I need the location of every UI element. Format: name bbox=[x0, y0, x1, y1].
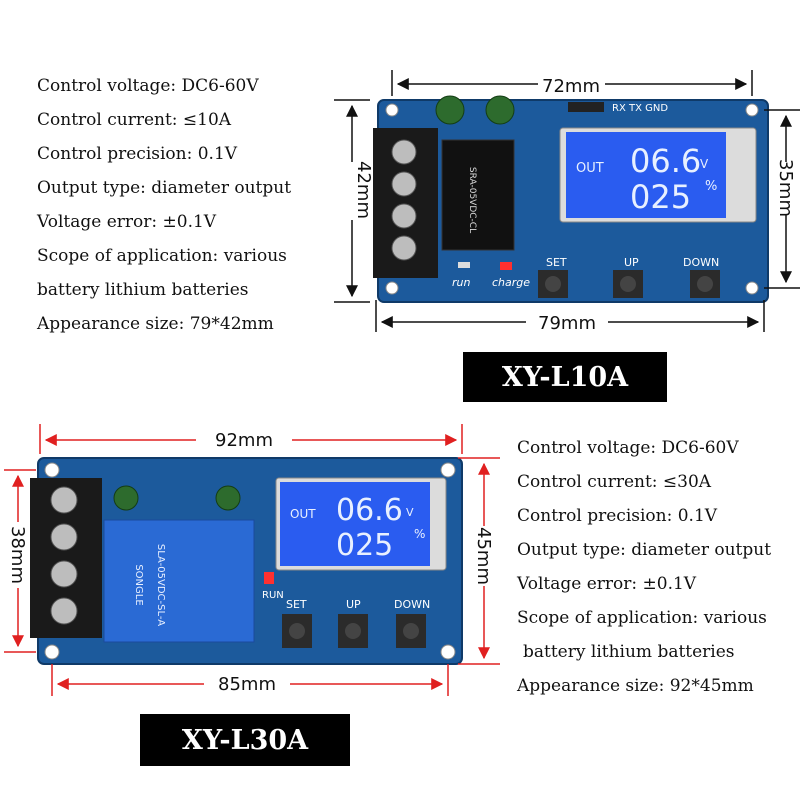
specs-list-top: Control voltage: DC6-60V Control current… bbox=[37, 69, 291, 341]
capacitor bbox=[113, 485, 139, 511]
relay-brand: SONGLE bbox=[133, 564, 144, 605]
lcd-percent-unit: % bbox=[705, 179, 717, 194]
board-xy-l30a: SONGLE SLA-05VDC-SL-A OUT 06.6 V 025 % R… bbox=[30, 457, 463, 665]
relay-label: SRA-05VDC-CL bbox=[467, 167, 477, 233]
screw-terminal bbox=[391, 235, 417, 261]
lcd-voltage: 06.6 bbox=[630, 142, 701, 180]
dim-height-left: 42mm bbox=[353, 161, 374, 219]
screw-terminal bbox=[391, 203, 417, 229]
dim-height-right: 45mm bbox=[473, 527, 494, 585]
model-label-xy-l30a: XY-L30A bbox=[140, 714, 350, 766]
down-label: DOWN bbox=[683, 256, 719, 269]
spec-line: Control current: ≤10A bbox=[37, 110, 232, 130]
specs-list-bottom: Control voltage: DC6-60V Control current… bbox=[517, 431, 771, 703]
dim-width-bottom: 85mm bbox=[218, 674, 276, 695]
screw-terminal bbox=[50, 560, 78, 588]
mounting-hole bbox=[745, 281, 759, 295]
mounting-hole bbox=[440, 462, 456, 478]
dim-width-top: 72mm bbox=[542, 76, 600, 97]
relay bbox=[103, 519, 255, 643]
capacitor bbox=[215, 485, 241, 511]
mounting-hole bbox=[745, 103, 759, 117]
board-xy-l10a: SRA-05VDC-CL RX TX GND OUT 06.6 V 025 % … bbox=[373, 95, 769, 303]
mounting-hole bbox=[385, 281, 399, 295]
down-label: DOWN bbox=[394, 598, 430, 611]
spec-line: Output type: diameter output bbox=[37, 178, 292, 198]
lcd-out-label: OUT bbox=[576, 161, 604, 176]
lcd-voltage: 06.6 bbox=[336, 493, 403, 528]
dim-height-left: 38mm bbox=[7, 526, 28, 584]
mounting-hole bbox=[385, 103, 399, 117]
spec-line: battery lithium batteries bbox=[37, 280, 249, 300]
dimensions-xy-l10a bbox=[334, 70, 800, 332]
lcd-v-unit: V bbox=[406, 506, 414, 519]
button-knob bbox=[345, 623, 361, 639]
spec-line: Appearance size: 92*45mm bbox=[517, 676, 754, 696]
lcd-percent-value: 025 bbox=[630, 178, 691, 216]
pin-header bbox=[568, 102, 604, 112]
spec-line: Control voltage: DC6-60V bbox=[37, 76, 259, 96]
led-charge bbox=[500, 262, 512, 270]
screw-terminal bbox=[50, 597, 78, 625]
dim-height-right: 35mm bbox=[775, 159, 796, 217]
led-charge bbox=[264, 572, 274, 584]
lcd-percent-value: 025 bbox=[336, 528, 393, 563]
set-label: SET bbox=[286, 598, 307, 611]
spec-line: Voltage error: ±0.1V bbox=[37, 212, 217, 232]
capacitor bbox=[435, 95, 465, 125]
model-label-xy-l10a: XY-L10A bbox=[463, 352, 667, 402]
lcd-screen bbox=[280, 482, 430, 566]
spec-line: battery lithium batteries bbox=[523, 642, 735, 662]
dimensions-xy-l30a bbox=[4, 424, 500, 696]
capacitor bbox=[485, 95, 515, 125]
set-label: SET bbox=[546, 256, 567, 269]
dim-width-bottom: 79mm bbox=[538, 313, 596, 334]
button-knob bbox=[620, 276, 636, 292]
header-label: RX TX GND bbox=[612, 103, 668, 114]
mounting-hole bbox=[440, 644, 456, 660]
screw-terminal bbox=[50, 486, 78, 514]
spec-line: Appearance size: 79*42mm bbox=[37, 314, 274, 334]
button-knob bbox=[545, 276, 561, 292]
screw-terminal bbox=[391, 171, 417, 197]
screw-terminal bbox=[50, 523, 78, 551]
led-run bbox=[458, 262, 470, 268]
lcd-screen bbox=[566, 132, 726, 218]
lcd-v-unit: V bbox=[700, 157, 709, 171]
spec-line: Control precision: 0.1V bbox=[37, 144, 238, 164]
up-label: UP bbox=[624, 256, 639, 269]
spec-line: Output type: diameter output bbox=[517, 540, 772, 560]
relay bbox=[441, 139, 515, 251]
lcd-out-label: OUT bbox=[290, 507, 316, 521]
dim-width-top: 92mm bbox=[215, 430, 273, 451]
spec-line: Control current: ≤30A bbox=[517, 472, 712, 492]
spec-line: Voltage error: ±0.1V bbox=[517, 574, 697, 594]
mounting-hole bbox=[44, 462, 60, 478]
run-label: run bbox=[452, 276, 470, 289]
mounting-hole bbox=[44, 644, 60, 660]
lcd-percent-unit: % bbox=[414, 527, 425, 541]
spec-line: Scope of application: various bbox=[517, 608, 767, 628]
spec-line: Control voltage: DC6-60V bbox=[517, 438, 739, 458]
run-label: RUN bbox=[262, 590, 284, 601]
screw-terminal bbox=[391, 139, 417, 165]
charge-label: charge bbox=[492, 276, 530, 289]
button-knob bbox=[697, 276, 713, 292]
relay-model: SLA-05VDC-SL-A bbox=[155, 544, 166, 626]
up-label: UP bbox=[346, 598, 361, 611]
button-knob bbox=[289, 623, 305, 639]
spec-line: Control precision: 0.1V bbox=[517, 506, 718, 526]
spec-line: Scope of application: various bbox=[37, 246, 287, 266]
button-knob bbox=[403, 623, 419, 639]
